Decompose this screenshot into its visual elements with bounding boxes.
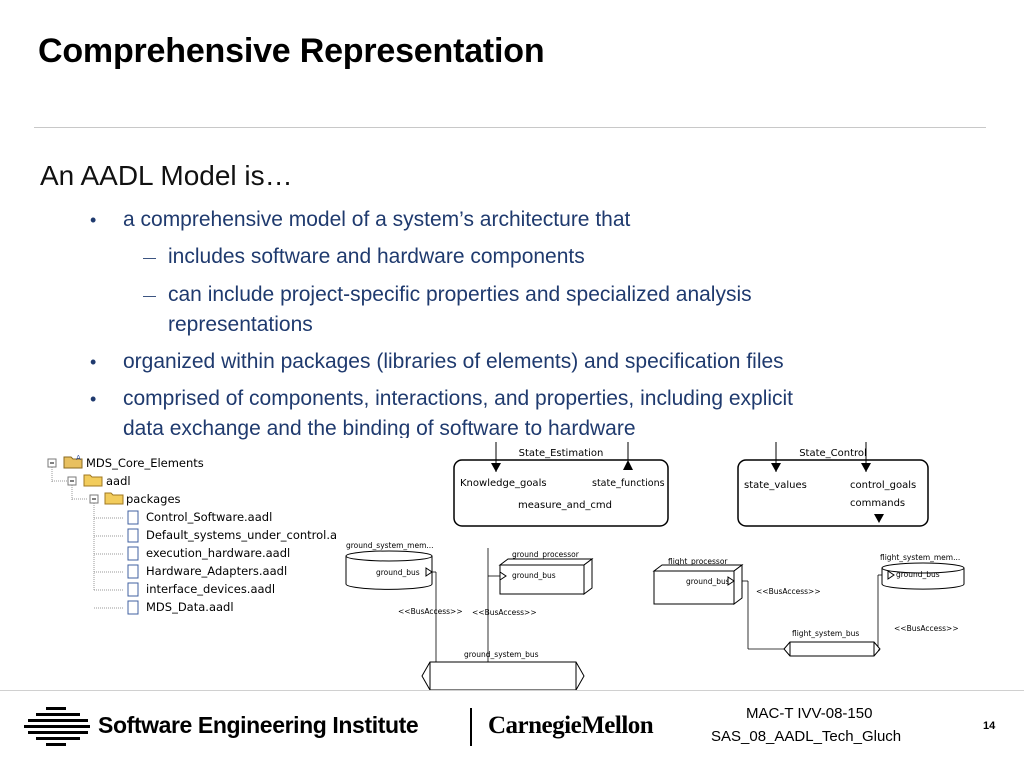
dash-marker: — (143, 250, 156, 265)
bus-access-label: <<BusAccess>> (894, 624, 959, 633)
svg-text:ground_bus: ground_bus (896, 570, 940, 579)
svg-text:A: A (76, 454, 81, 462)
tree-file[interactable]: MDS_Data.aadl (146, 600, 234, 614)
flight-system-bus[interactable]: flight_system_bus (783, 629, 881, 657)
state-control-process[interactable]: State_Control state_values control_goals… (737, 442, 929, 527)
package-tree: A MDS_Core_Elements aadl packages Contro… (44, 450, 344, 622)
state-control-label: State_Control (799, 448, 867, 459)
svg-text:flight_system_bus: flight_system_bus (792, 629, 859, 638)
title-divider (34, 127, 986, 128)
tree-file[interactable]: interface_devices.aadl (146, 582, 276, 596)
commands-port: commands (850, 498, 905, 509)
slide-title: Comprehensive Representation (38, 32, 545, 70)
state-estimation-label: State_Estimation (519, 448, 604, 459)
folder-icon (83, 474, 103, 487)
svg-text:flight_system_mem...: flight_system_mem... (880, 553, 960, 562)
bus-access-label: <<BusAccess>> (756, 587, 821, 596)
svg-text:ground_processor: ground_processor (512, 550, 580, 559)
project-icon: A (63, 454, 83, 469)
ground-processor[interactable]: ground_processor ground_bus (498, 550, 594, 595)
state-estimation-process[interactable]: State_Estimation Knowledge_goals state_f… (453, 442, 669, 527)
svg-text:ground_bus: ground_bus (686, 577, 730, 586)
tree-file[interactable]: Default_systems_under_control.aa (146, 528, 345, 542)
tree-root-label[interactable]: MDS_Core_Elements (86, 456, 204, 470)
aadl-diagram: State_Estimation Knowledge_goals state_f… (336, 438, 986, 696)
bullet-2: organized within packages (libraries of … (123, 350, 784, 373)
subbullet-1: includes software and hardware component… (168, 245, 585, 268)
tree-lines: A (47, 454, 139, 615)
svg-text:ground_system_bus: ground_system_bus (464, 650, 539, 659)
measure-and-cmd-port: measure_and_cmd (518, 500, 612, 511)
bullet-marker: • (90, 389, 97, 409)
tree-file[interactable]: Control_Software.aadl (146, 510, 273, 524)
bullet-3-cont: data exchange and the binding of softwar… (123, 417, 636, 440)
flight-processor[interactable]: flight_processor ground_bus (652, 557, 744, 605)
knowledge-goals-port: Knowledge_goals (460, 478, 547, 489)
cmu-wordmark: CarnegieMellon (488, 712, 654, 739)
page-number: 14 (983, 720, 996, 732)
control-goals-port: control_goals (850, 480, 916, 491)
svg-text:flight_processor: flight_processor (668, 557, 728, 566)
bullet-marker: • (90, 210, 97, 230)
bullet-1: a comprehensive model of a system’s arch… (123, 208, 631, 231)
logo-separator (470, 708, 472, 746)
svg-text:ground_system_mem...: ground_system_mem... (346, 541, 434, 550)
folder-icon (104, 492, 124, 505)
ground-system-memory[interactable]: ground_system_mem... ground_bus (345, 541, 434, 590)
state-values-port: state_values (744, 480, 807, 491)
flight-system-memory[interactable]: flight_system_mem... ground_bus (880, 553, 965, 590)
footer-divider (0, 690, 1024, 691)
lead-text: An AADL Model is… (40, 160, 293, 191)
doc-id-line1: MAC-T IVV-08-150 (746, 705, 873, 722)
bullet-3: comprised of components, interactions, a… (123, 387, 794, 410)
sei-wordmark: Software Engineering Institute (98, 712, 419, 738)
tree-file[interactable]: execution_hardware.aadl (146, 546, 291, 560)
doc-id-line2: SAS_08_AADL_Tech_Gluch (711, 728, 902, 745)
bullet-marker: • (90, 352, 97, 372)
tree-project-label[interactable]: aadl (106, 474, 131, 488)
bus-access-label: <<BusAccess>> (472, 608, 537, 617)
sei-logo-icon (24, 707, 90, 746)
bus-access-label: <<BusAccess>> (398, 607, 463, 616)
svg-text:ground_bus: ground_bus (376, 568, 420, 577)
dash-marker: — (143, 288, 156, 303)
tree-folder-label[interactable]: packages (126, 492, 181, 506)
tree-file[interactable]: Hardware_Adapters.aadl (146, 564, 288, 578)
svg-text:ground_bus: ground_bus (512, 571, 556, 580)
subbullet-2: can include project-specific properties … (168, 283, 752, 306)
state-functions-port: state_functions (592, 478, 665, 489)
subbullet-2-cont: representations (168, 313, 313, 336)
